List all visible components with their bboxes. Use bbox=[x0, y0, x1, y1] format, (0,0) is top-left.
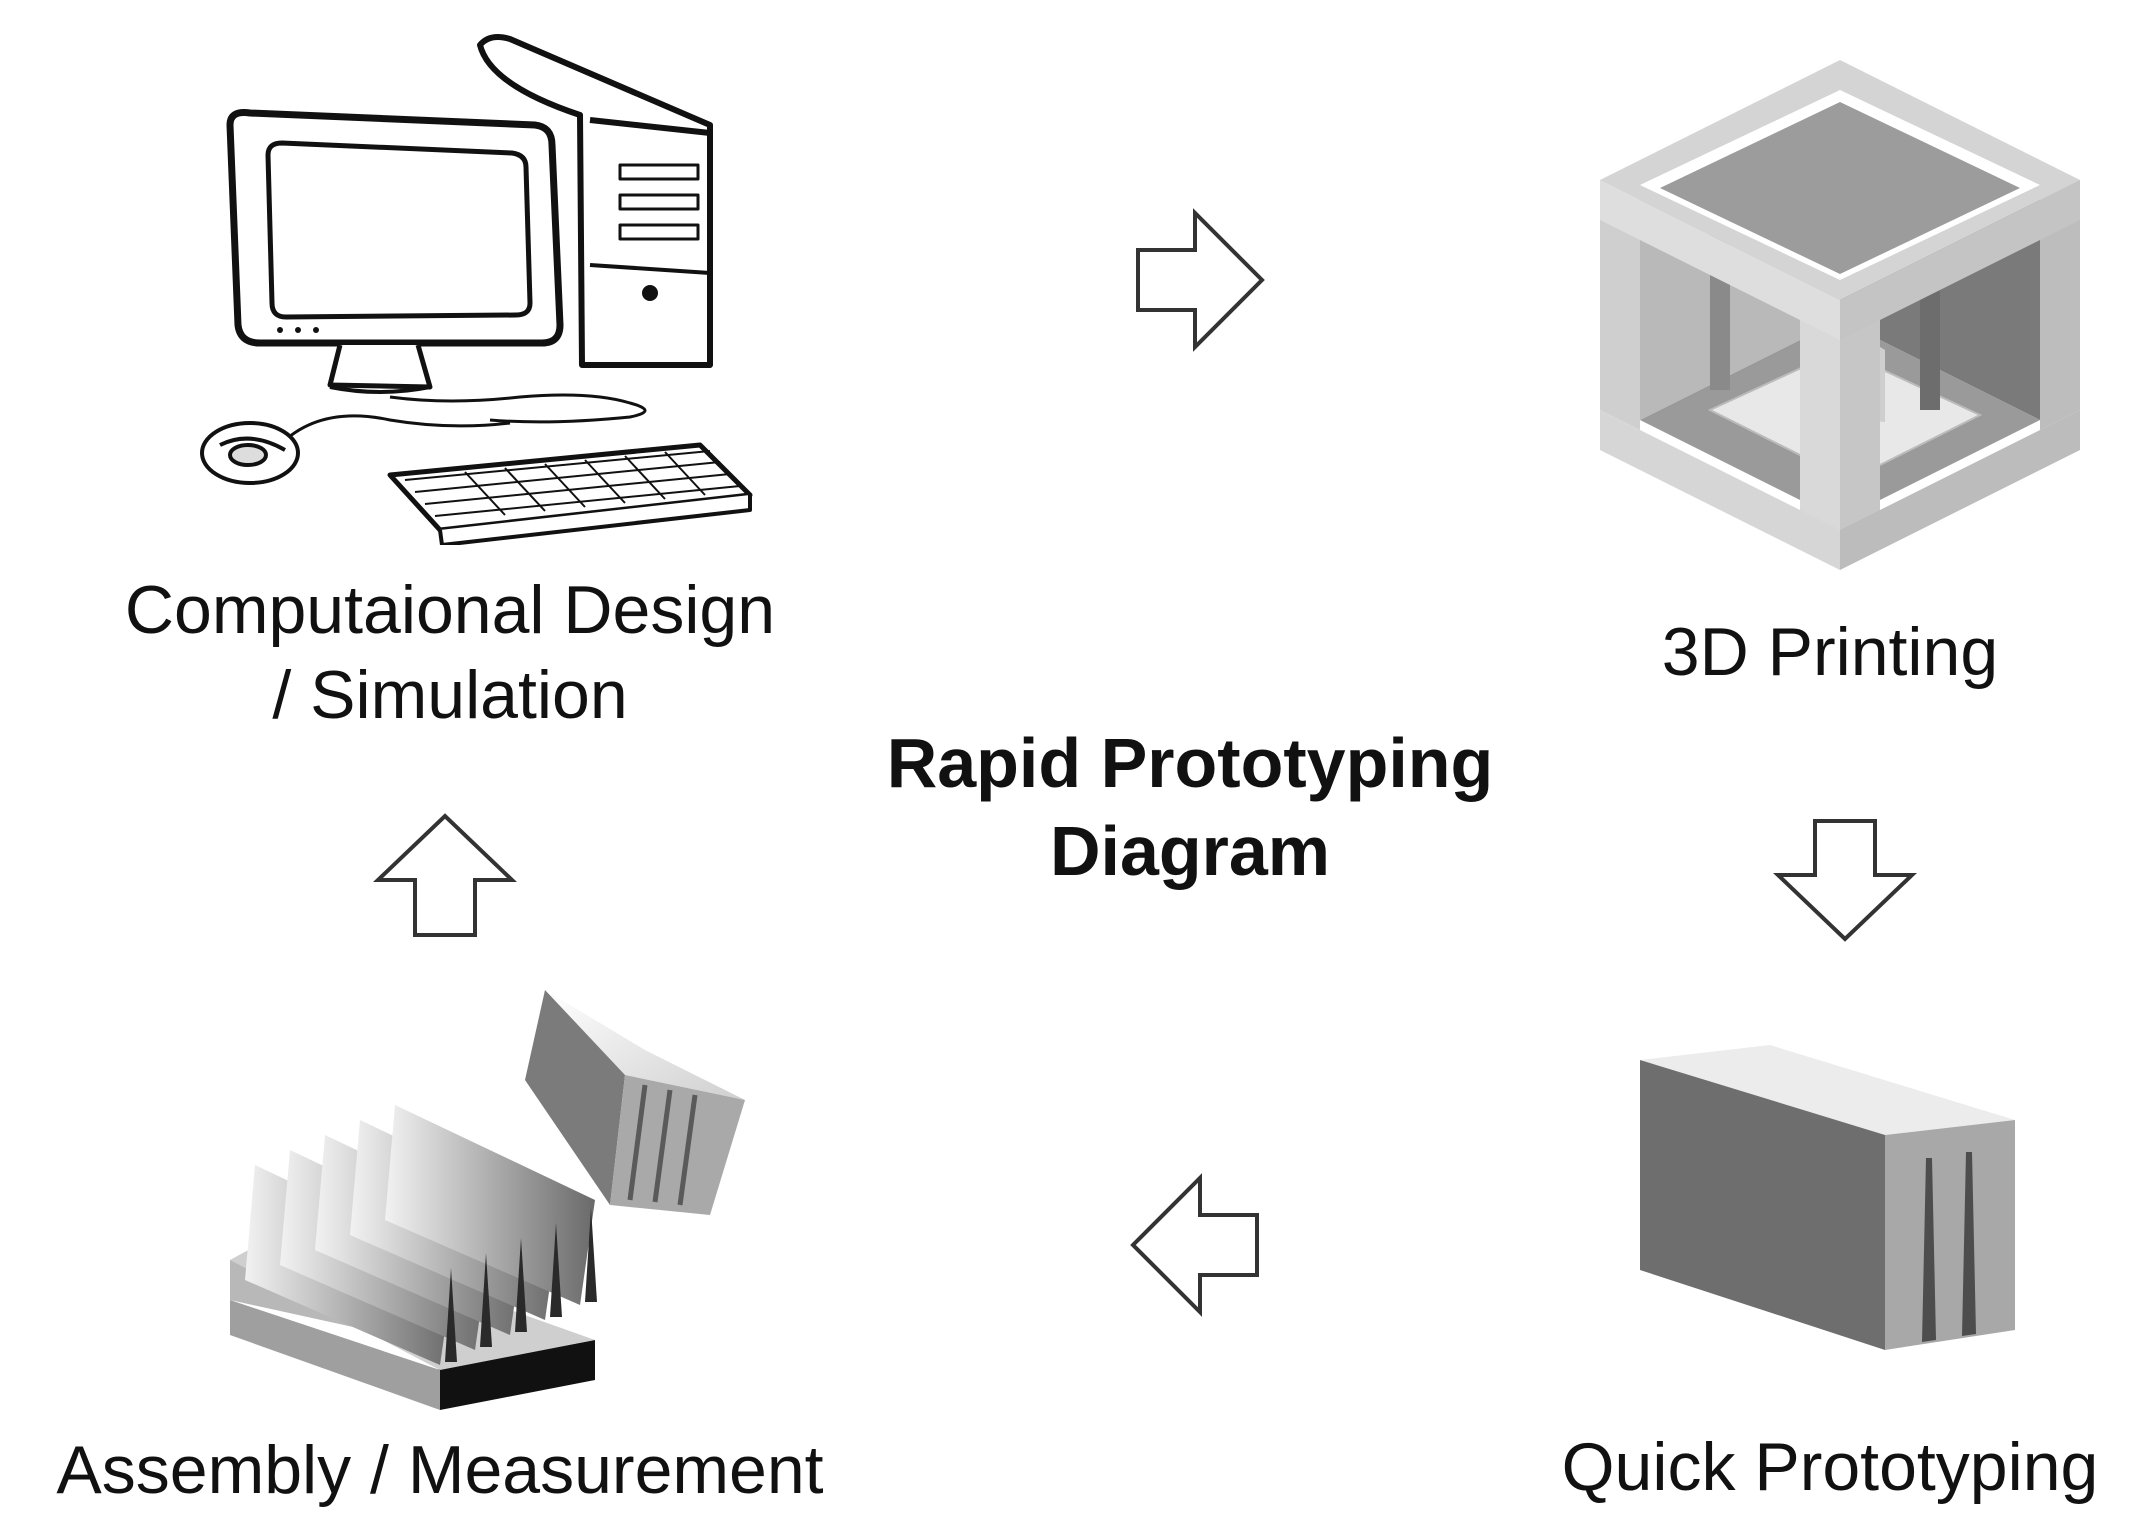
prototype-block-icon bbox=[1640, 1045, 2015, 1350]
3d-printer-icon bbox=[1600, 60, 2080, 570]
arrow-down-icon bbox=[1773, 819, 1917, 942]
design-label-line1: Computaional Design bbox=[124, 572, 776, 648]
computer-icon bbox=[200, 34, 753, 545]
arrow-left-icon bbox=[1130, 1173, 1259, 1317]
design-label-line2: / Simulation bbox=[272, 657, 628, 733]
arrow-right-icon bbox=[1136, 208, 1265, 352]
arrow-up-icon bbox=[373, 813, 517, 937]
diagram-title: Rapid Prototyping Diagram bbox=[790, 720, 1590, 895]
prototyping-label: Quick Prototyping bbox=[1561, 1429, 2099, 1505]
diagram-title-line2: Diagram bbox=[1049, 811, 1331, 890]
heatsink-assembly-icon bbox=[230, 990, 745, 1410]
assembly-label: Assembly / Measurement bbox=[56, 1432, 824, 1508]
printing-label: 3D Printing bbox=[1661, 614, 1999, 690]
diagram-title-line1: Rapid Prototyping bbox=[886, 724, 1494, 802]
design-label: Computaional Design / Simulation bbox=[70, 568, 830, 738]
